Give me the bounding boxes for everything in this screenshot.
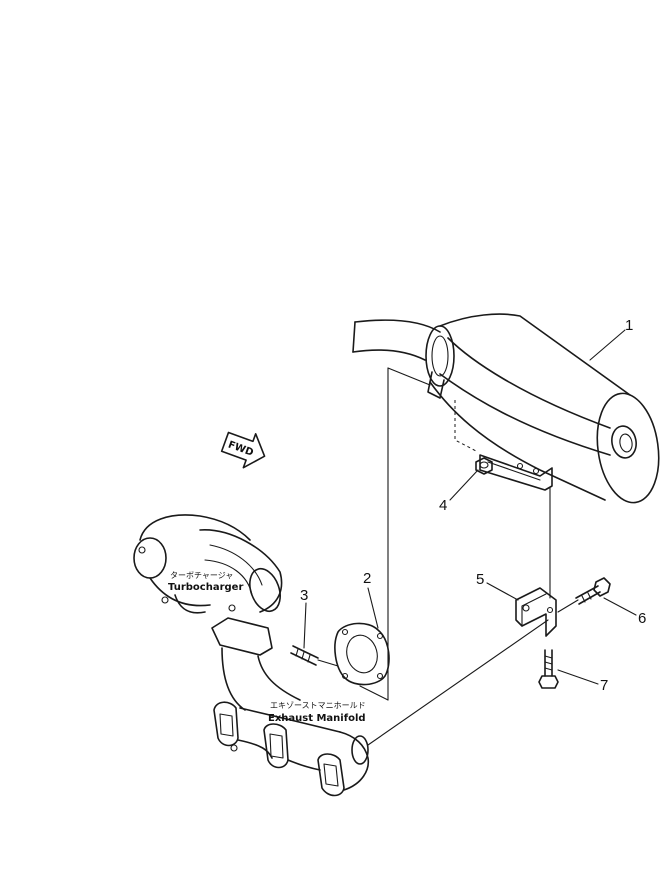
bolt-horizontal [575, 577, 611, 605]
gasket [334, 622, 390, 686]
nut [475, 457, 493, 475]
exhaust-manifold-label: Exhaust Manifold [268, 713, 366, 724]
bolt-vertical [538, 649, 559, 689]
turbocharger-label: Turbocharger [168, 582, 243, 593]
turbocharger [133, 514, 283, 614]
fwd-arrow-icon: FWD [220, 431, 266, 469]
muffler [352, 313, 660, 504]
callout-7: 7 [600, 677, 608, 694]
exhaust-manifold-label-jp: エキゾーストマニホールド [270, 701, 366, 710]
exhaust-manifold [211, 617, 370, 797]
assembly-lines [303, 329, 637, 746]
callout-1: 1 [625, 317, 633, 334]
bracket [515, 587, 557, 637]
fwd-label: FWD [226, 439, 254, 458]
stud-bolt [290, 645, 319, 666]
callout-2: 2 [363, 570, 371, 587]
callout-5: 5 [476, 571, 484, 588]
turbocharger-label-jp: ターボチャージャ [170, 571, 233, 580]
callout-6: 6 [638, 610, 646, 627]
callout-3: 3 [300, 587, 308, 604]
callout-4: 4 [439, 497, 447, 514]
